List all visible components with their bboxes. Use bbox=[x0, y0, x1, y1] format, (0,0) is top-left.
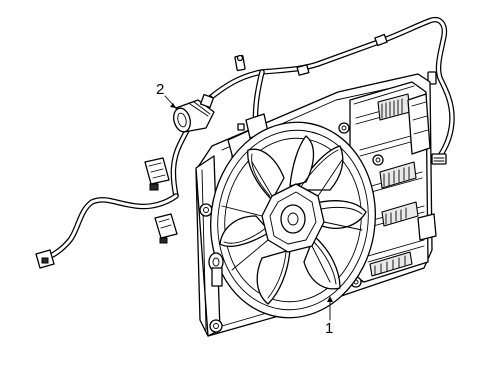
harness-connector-upper bbox=[144, 157, 170, 191]
callout-2-label: 2 bbox=[156, 81, 164, 98]
fan-resistor-part-2 bbox=[173, 93, 215, 133]
callout-1-label: 1 bbox=[325, 320, 333, 337]
callout-leaders bbox=[164, 95, 333, 321]
harness-connector-middle bbox=[154, 213, 178, 244]
fan-motor-connector bbox=[208, 252, 224, 287]
harness-connector-end bbox=[35, 249, 55, 269]
cooling-fan bbox=[208, 121, 376, 319]
